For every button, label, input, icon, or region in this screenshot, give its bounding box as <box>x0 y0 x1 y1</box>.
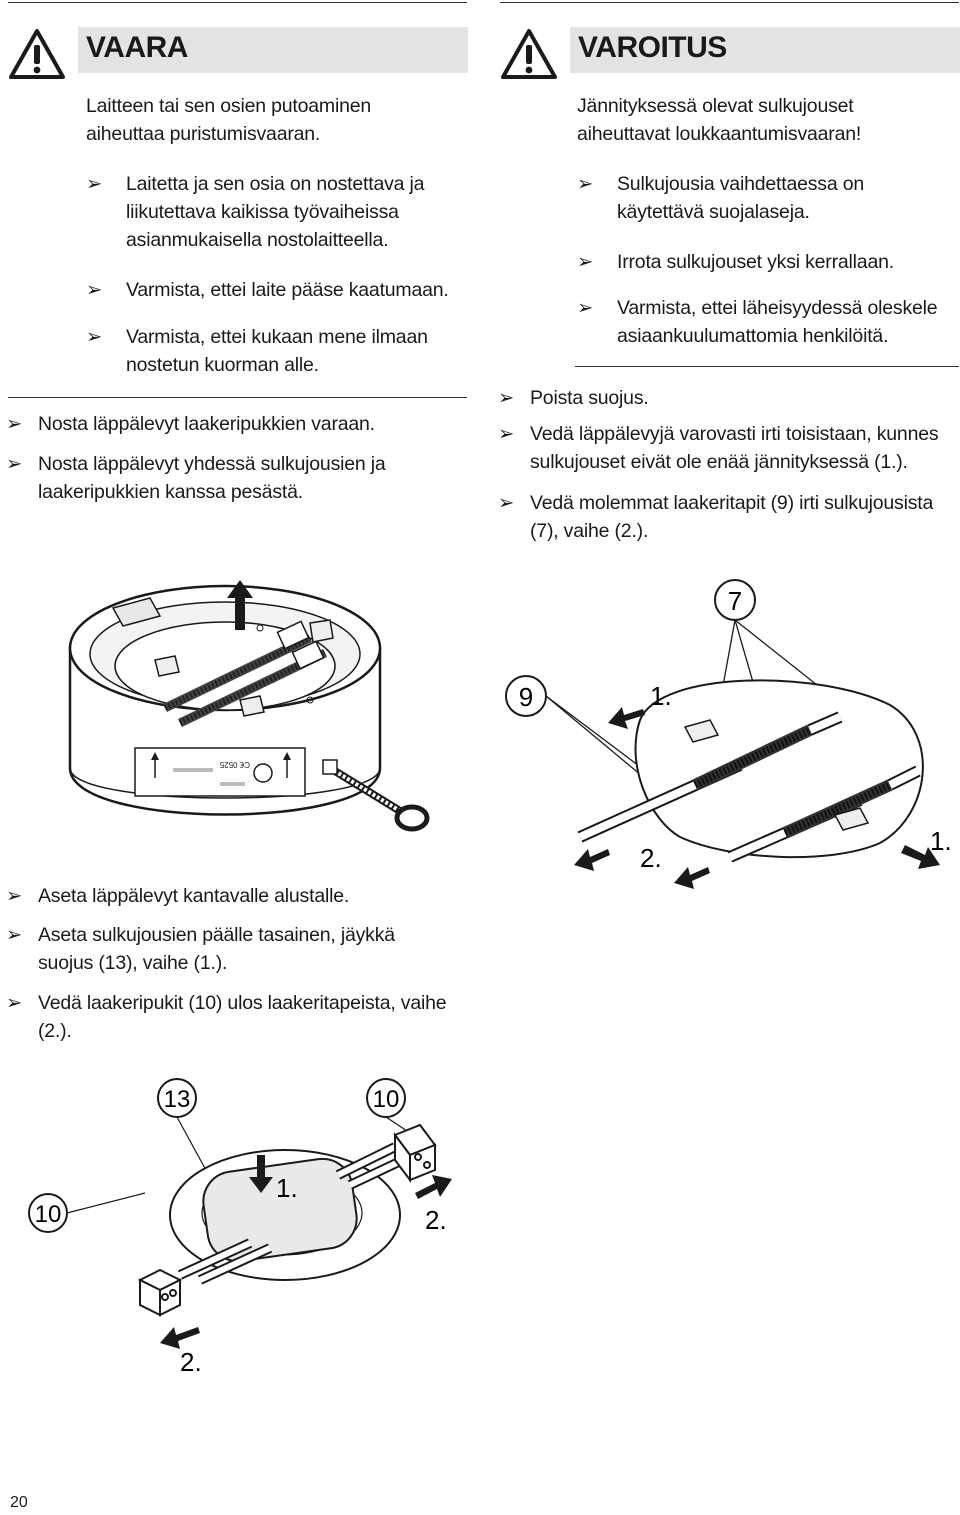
page-number: 20 <box>10 1494 28 1511</box>
step-remove-2: ➢ Vedä läppälevyjä varovasti irti toisis… <box>498 420 939 476</box>
step-label-1-top: 1. <box>650 681 672 711</box>
housing-mark-text: C€ 0525 <box>219 760 250 769</box>
vaara-header: VAARA <box>78 27 468 73</box>
bullet-arrow-icon: ➢ <box>498 492 515 514</box>
vaara-title: VAARA <box>86 31 188 64</box>
step-label-1-right: 1. <box>930 826 952 856</box>
housing-illustration: C€ 0525 <box>68 580 430 832</box>
varoitus-bullet-3: ➢ Varmista, ettei läheisyydessä oleskele… <box>577 294 938 350</box>
top-rule-left <box>8 2 467 3</box>
vaara-lead: Laitteen tai sen osien putoaminen aiheut… <box>86 95 372 145</box>
vaara-bullet-1: ➢ Laitetta ja sen osia on nostettava ja … <box>86 170 425 254</box>
warning-triangle-icon <box>9 29 65 79</box>
bullet-arrow-icon: ➢ <box>577 173 594 195</box>
vaara-bullet-2: ➢ Varmista, ettei laite pääse kaatumaan. <box>86 276 449 304</box>
callout-10-left: 10 <box>35 1201 62 1228</box>
step-place-2: ➢ Aseta sulkujousien päälle tasainen, jä… <box>6 921 395 977</box>
step-remove-3: ➢ Vedä molemmat laakeritapit (9) irti su… <box>498 489 933 545</box>
vaara-end-rule <box>8 397 467 398</box>
varoitus-bullet-2: ➢ Irrota sulkujouset yksi kerrallaan. <box>577 248 894 276</box>
bullet-arrow-icon: ➢ <box>6 924 23 946</box>
warning-triangle-icon <box>501 29 557 79</box>
callout-7: 7 <box>728 586 742 616</box>
bullet-arrow-icon: ➢ <box>498 387 515 409</box>
step-label-2-left: 2. <box>180 1347 202 1377</box>
step-place-3: ➢ Vedä laakeripukit (10) ulos laakeritap… <box>6 989 447 1045</box>
bullet-arrow-icon: ➢ <box>86 326 103 348</box>
bullet-arrow-icon: ➢ <box>6 885 23 907</box>
spring-pin-illustration: 7 9 1. 2. 1. <box>505 579 952 889</box>
varoitus-header: VAROITUS <box>570 27 960 73</box>
step-label-2: 2. <box>640 843 662 873</box>
bullet-arrow-icon: ➢ <box>6 992 23 1014</box>
callout-9: 9 <box>519 682 533 712</box>
step-remove-1: ➢ Poista suojus. <box>498 384 649 412</box>
bullet-arrow-icon: ➢ <box>86 279 103 301</box>
varoitus-bullet-1: ➢ Sulkujousia vaihdettaessa on käytettäv… <box>577 170 864 226</box>
step-label-2-right: 2. <box>425 1205 447 1235</box>
callout-13: 13 <box>164 1086 191 1113</box>
varoitus-lead: Jännityksessä olevat sulkujouset aiheutt… <box>577 95 862 145</box>
bullet-arrow-icon: ➢ <box>577 251 594 273</box>
bullet-arrow-icon: ➢ <box>86 173 103 195</box>
step-lift-2: ➢ Nosta läppälevyt yhdessä sulkujousien … <box>6 450 386 506</box>
cover-and-bearing-illustration: 13 10 10 1. 2. 2. <box>28 1078 452 1377</box>
step-label-1: 1. <box>276 1173 298 1203</box>
varoitus-end-rule <box>575 366 959 367</box>
callout-10-right: 10 <box>373 1086 400 1113</box>
step-place-1: ➢ Aseta läppälevyt kantavalle alustalle. <box>6 882 349 910</box>
bullet-arrow-icon: ➢ <box>6 453 23 475</box>
bullet-arrow-icon: ➢ <box>577 297 594 319</box>
vaara-bullet-3: ➢ Varmista, ettei kukaan mene ilmaan nos… <box>86 323 428 379</box>
bullet-arrow-icon: ➢ <box>6 413 23 435</box>
top-rule-right <box>500 2 959 3</box>
varoitus-title: VAROITUS <box>578 31 727 64</box>
step-lift-1: ➢ Nosta läppälevyt laakeripukkien varaan… <box>6 410 375 438</box>
bullet-arrow-icon: ➢ <box>498 423 515 445</box>
